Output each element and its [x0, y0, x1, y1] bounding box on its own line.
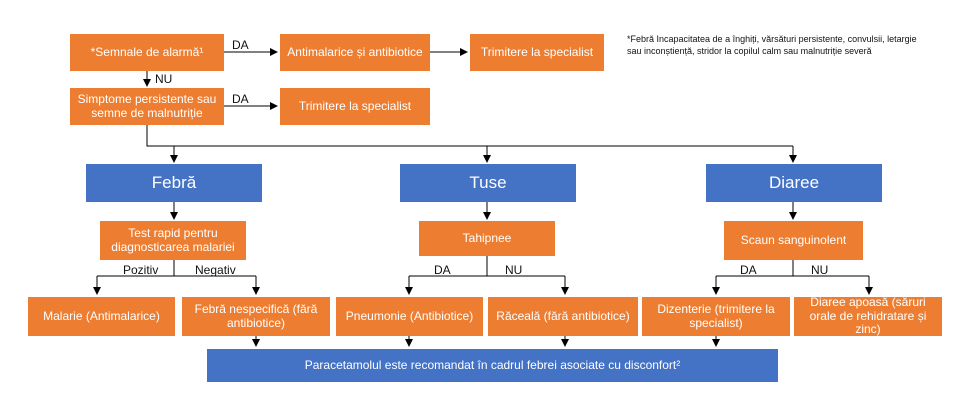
malaria-outcome-text: Malarie (Antimalarice)	[43, 308, 160, 323]
yes-label-alarm: DA	[232, 38, 249, 52]
tachypnea-box: Tahipnee	[419, 221, 555, 256]
referral-box-2: Trimitere la specialist	[280, 88, 430, 125]
watery-diarrhea-box: Diaree apoasă (săruri orale de rehidrata…	[794, 294, 942, 337]
no-label-alarm: NU	[155, 72, 173, 86]
malaria-test-box: Test rapid pentru diagnosticarea malarie…	[100, 221, 246, 260]
cough-yes-label: DA	[434, 263, 451, 277]
persistent-symptoms-box: Simptome persistente sau semne de malnut…	[70, 88, 224, 125]
diarrhea-no-label: NU	[811, 263, 829, 277]
diarrhea-title: Diaree	[768, 173, 820, 193]
nonspecific-fever-text: Febră nespecifică (fără antibiotice)	[194, 301, 318, 330]
bloody-stool-box: Scaun sanguinolent	[724, 221, 863, 260]
negative-label: Negativ	[195, 263, 236, 277]
bloody-stool-text: Scaun sanguinolent	[740, 232, 847, 247]
referral-box-1: Trimitere la specialist	[470, 34, 604, 71]
alarm-signs-box: *Semnale de alarmă¹	[70, 34, 224, 71]
common-cold-box: Răceală (fără antibiotice)	[488, 297, 638, 336]
antimalaria-antibiotics-text: Antimalarice și antibiotice	[287, 44, 423, 59]
fever-title: Febră	[151, 173, 197, 193]
positive-label: Pozitiv	[123, 263, 159, 277]
diarrhea-yes-label: DA	[740, 263, 757, 277]
dysentery-box: Dizenterie (trimitere la specialist)	[642, 297, 790, 336]
paracetamol-box: Paracetamolul este recomandat în cadrul …	[207, 349, 778, 382]
common-cold-text: Răceală (fără antibiotice)	[496, 308, 630, 323]
tachypnea-text: Tahipnee	[462, 230, 512, 245]
fever-title-box: Febră	[86, 164, 262, 202]
malaria-outcome-box: Malarie (Antimalarice)	[28, 297, 175, 336]
footnote: *Febră Incapacitatea de a înghiți, vărsă…	[627, 34, 917, 56]
dysentery-text: Dizenterie (trimitere la specialist)	[657, 301, 775, 330]
diarrhea-title-box: Diaree	[706, 164, 882, 202]
persistent-symptoms-text: Simptome persistente sau semne de malnut…	[77, 91, 217, 120]
cough-title: Tuse	[469, 173, 507, 193]
nonspecific-fever-box: Febră nespecifică (fără antibiotice)	[182, 297, 330, 336]
antimalaria-antibiotics-box: Antimalarice și antibiotice	[280, 34, 430, 71]
alarm-signs-text: *Semnale de alarmă¹	[90, 44, 204, 59]
cough-no-label: NU	[505, 263, 523, 277]
yes-label-persistent: DA	[232, 92, 249, 106]
pneumonia-box: Pneumonie (Antibiotice)	[336, 297, 483, 336]
paracetamol-text: Paracetamolul este recomandat în cadrul …	[304, 357, 681, 372]
pneumonia-text: Pneumonie (Antibiotice)	[345, 308, 474, 323]
watery-diarrhea-text: Diaree apoasă (săruri orale de rehidrata…	[809, 294, 927, 337]
cough-title-box: Tuse	[400, 164, 576, 202]
referral-text-1: Trimitere la specialist	[480, 44, 594, 59]
referral-text-2: Trimitere la specialist	[298, 98, 412, 113]
malaria-test-text: Test rapid pentru diagnosticarea malarie…	[111, 225, 235, 254]
